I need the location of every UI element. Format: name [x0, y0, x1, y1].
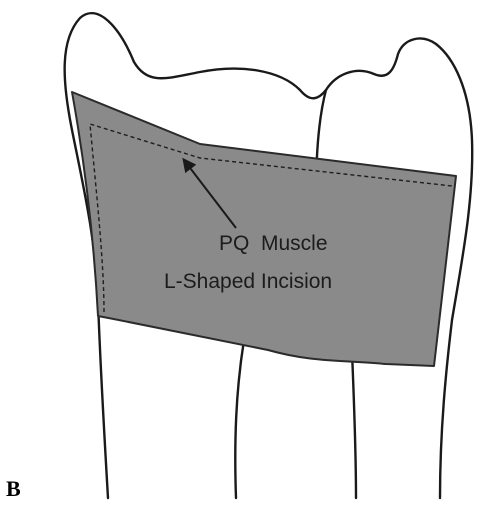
panel-label: B: [6, 478, 21, 500]
muscle-label: PQ Muscle: [219, 232, 328, 255]
ulna-shaft-line: [352, 352, 356, 498]
incision-label: L-Shaped Incision: [164, 270, 332, 293]
radius-shaft-line: [235, 340, 244, 498]
pq-muscle: [72, 92, 456, 366]
